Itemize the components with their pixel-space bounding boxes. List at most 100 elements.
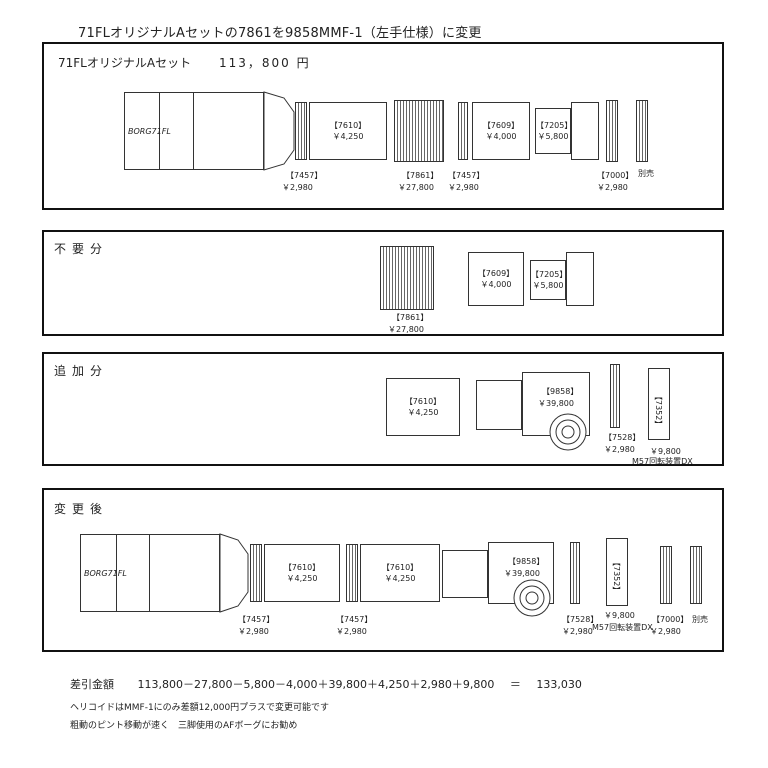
summary-equals: ＝	[509, 678, 521, 691]
ring-7457-a	[250, 544, 262, 602]
part-7610-a: 【7610】 ￥4,250	[264, 544, 340, 602]
extra-note: 別売	[638, 169, 654, 178]
item-code: 【7457】	[238, 615, 275, 624]
item-price: ￥2,980	[448, 183, 479, 192]
item-price: ￥9,800	[650, 447, 681, 456]
eyepiece-extra	[636, 100, 648, 162]
item-price: ￥2,980	[562, 627, 593, 636]
after-panel: 変更後 BORG71FL 【7457】 ￥2,980 【7610】￥4,250 …	[42, 488, 724, 652]
item-price: ￥4,000	[480, 280, 512, 289]
summary-label: 差引金額	[70, 678, 114, 691]
ring-7000	[606, 100, 618, 162]
item-code: 【7610】	[404, 397, 442, 406]
part-7610: 【7610】 ￥4,250	[386, 378, 460, 436]
part-7205: 【7205】 ￥5,800	[535, 108, 573, 154]
item-code: 【7000】	[597, 171, 634, 180]
scope-taper	[219, 533, 249, 613]
item-price: ￥27,800	[398, 183, 434, 192]
helicoid-7861	[394, 100, 444, 162]
item-code: 【7000】	[652, 615, 689, 624]
item-price: ￥2,980	[650, 627, 681, 636]
item-code: 【7528】	[604, 433, 641, 442]
scope-tube	[124, 92, 264, 170]
helicoid-7861	[380, 246, 434, 310]
item-code: 【7610】	[381, 563, 419, 572]
item-code: 【7205】	[531, 270, 568, 279]
item-code: 【9858】	[508, 557, 545, 566]
after-heading: 変更後	[54, 502, 109, 516]
part-7205-body	[566, 252, 594, 306]
item-price: ￥2,980	[282, 183, 313, 192]
item-price: ￥2,980	[604, 445, 635, 454]
item-price: ￥2,980	[597, 183, 628, 192]
ring-7528	[570, 542, 580, 604]
set-price: 113，800 円	[219, 56, 311, 70]
item-price: ￥39,800	[504, 569, 540, 578]
extra-note: 別売	[692, 615, 708, 624]
page-title: 71FLオリジナルAセットの7861を9858MMF-1（左手仕様）に変更	[78, 26, 482, 41]
item-code: 【7457】	[448, 171, 485, 180]
item-code: 【7352】	[612, 558, 621, 595]
focus-knob-icon	[549, 413, 587, 451]
item-code: 【9858】	[542, 387, 579, 396]
item-price: ￥39,800	[538, 399, 574, 408]
item-code: 【7609】	[477, 269, 515, 278]
item-code: 【7457】	[286, 171, 323, 180]
item-code: 【7528】	[562, 615, 599, 624]
item-price: ￥5,800	[532, 281, 564, 290]
rotator-label: M57回転装置DX	[592, 623, 653, 632]
part-7205: 【7205】 ￥5,800	[530, 260, 568, 300]
part-7609: 【7609】 ￥4,000	[468, 252, 524, 306]
item-code: 【7205】	[536, 121, 573, 130]
rotator-label: M57回転装置DX	[632, 457, 693, 466]
summary-note-2: 粗動のピント移動が速く 三脚使用のAFボーグにお勧め	[70, 721, 298, 731]
item-price: ￥4,250	[384, 574, 416, 583]
ring-7528	[610, 364, 620, 428]
part-7609: 【7609】 ￥4,000	[472, 102, 530, 160]
item-price: ￥9,800	[604, 611, 635, 620]
ring-7457-b	[458, 102, 468, 160]
scope-tube	[80, 534, 220, 612]
scope-taper	[263, 91, 295, 171]
removed-heading: 不要分	[54, 242, 109, 256]
item-code: 【7352】	[654, 392, 663, 429]
eyepiece-extra	[690, 546, 702, 604]
part-7205-body	[571, 102, 599, 160]
rotator-7352	[648, 368, 670, 440]
original-set-panel: 71FLオリジナルAセット 113，800 円 BORG71FL 【7457】 …	[42, 42, 724, 210]
item-code: 【7610】	[329, 121, 367, 130]
part-7610-b: 【7610】 ￥4,250	[360, 544, 440, 602]
added-panel: 追加分 【7610】 ￥4,250 【9858】 ￥39,800 【7528】 ￥…	[42, 352, 724, 466]
ring-7000	[660, 546, 672, 604]
focuser-tube	[442, 550, 488, 598]
item-code: 【7610】	[283, 563, 321, 572]
item-price: ￥4,250	[332, 132, 364, 141]
summary-note-1: ヘリコイドはMMF-1にのみ差額12,000円プラスで変更可能です	[70, 703, 329, 713]
ring-7457-b	[346, 544, 358, 602]
scope-tube-seg	[159, 92, 194, 170]
summary-result: 133,030	[536, 678, 582, 691]
item-price: ￥2,980	[336, 627, 367, 636]
removed-panel: 不要分 【7861】 ￥27,800 【7609】 ￥4,000 【7205】 ￥5…	[42, 230, 724, 336]
scope-label: BORG71FL	[128, 127, 171, 136]
part-7610: 【7610】 ￥4,250	[309, 102, 387, 160]
item-price: ￥4,000	[485, 132, 517, 141]
focus-knob-icon	[513, 579, 551, 617]
item-code: 【7457】	[336, 615, 373, 624]
set-heading: 71FLオリジナルAセット	[58, 56, 192, 70]
item-price: ￥27,800	[388, 325, 424, 334]
summary-formula: 113,800－27,800－5,800－4,000＋39,800＋4,250＋…	[137, 678, 495, 691]
focuser-tube	[476, 380, 522, 430]
rotator-7352	[606, 538, 628, 606]
item-price: ￥4,250	[407, 408, 439, 417]
item-code: 【7861】	[392, 313, 429, 322]
scope-label: BORG71FL	[84, 569, 127, 578]
item-price: ￥5,800	[537, 132, 569, 141]
item-code: 【7861】	[402, 171, 439, 180]
item-price: ￥4,250	[286, 574, 318, 583]
item-code: 【7609】	[482, 121, 520, 130]
ring-7457-a	[295, 102, 307, 160]
item-price: ￥2,980	[238, 627, 269, 636]
scope-tube-seg	[116, 534, 150, 612]
added-heading: 追加分	[54, 364, 109, 378]
